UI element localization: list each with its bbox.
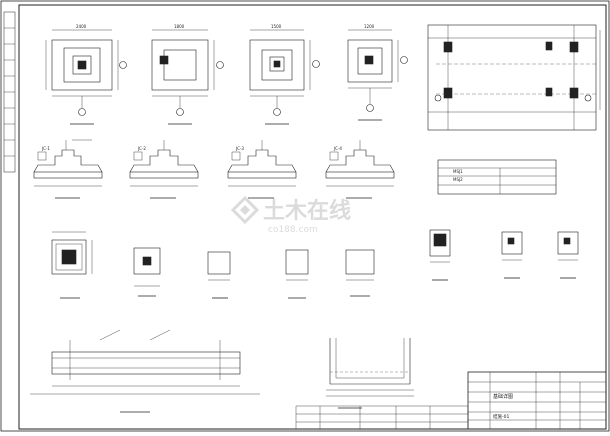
column-plan-4	[501, 231, 523, 279]
title-block	[295, 371, 607, 430]
tag-label-1: JC-1	[41, 146, 50, 151]
column-plan-3	[429, 229, 451, 281]
column-plan-2	[133, 247, 161, 297]
footing-plan-1	[45, 29, 127, 125]
dim-label-2: 1800	[174, 24, 185, 29]
pedestal-section-2	[285, 249, 309, 299]
pedestal-section-3	[345, 249, 375, 297]
table-row-label-2: MSJ2	[453, 177, 463, 182]
foundation-beam-elevation	[30, 329, 260, 413]
foundation-layout-plan	[427, 24, 601, 131]
tag-label-2: JC-2	[137, 146, 146, 151]
tag-label-4: JC-4	[333, 146, 342, 151]
footing-plan-2	[151, 29, 224, 125]
watermark: 土木在线 co188.com	[230, 195, 351, 235]
dim-label-4: 1200	[364, 24, 375, 29]
table-row-label-1: MSJ1	[453, 169, 463, 174]
watermark-text-cn: 土木在线	[263, 198, 351, 224]
column-plan-5	[557, 231, 579, 279]
tag-label-3: JC-3	[235, 146, 244, 151]
footing-section-3	[227, 140, 297, 199]
footing-section-1	[33, 139, 103, 199]
title-block-drawing-no: 结施-01	[493, 413, 509, 420]
footing-section-4	[325, 140, 395, 199]
pedestal-section-1	[207, 251, 231, 299]
dim-label-1: 2400	[76, 24, 87, 29]
rebar-table	[437, 159, 557, 195]
watermark-logo	[230, 195, 260, 225]
pit-section	[326, 338, 414, 409]
footing-plan-4	[347, 29, 408, 121]
dim-label-3: 1500	[271, 24, 282, 29]
title-block-drawing-name: 基础详图	[493, 393, 513, 400]
footing-section-2	[129, 140, 199, 199]
column-plan-1	[51, 231, 93, 299]
footing-plan-3	[249, 29, 320, 125]
watermark-text-en: co188.com	[268, 225, 318, 235]
